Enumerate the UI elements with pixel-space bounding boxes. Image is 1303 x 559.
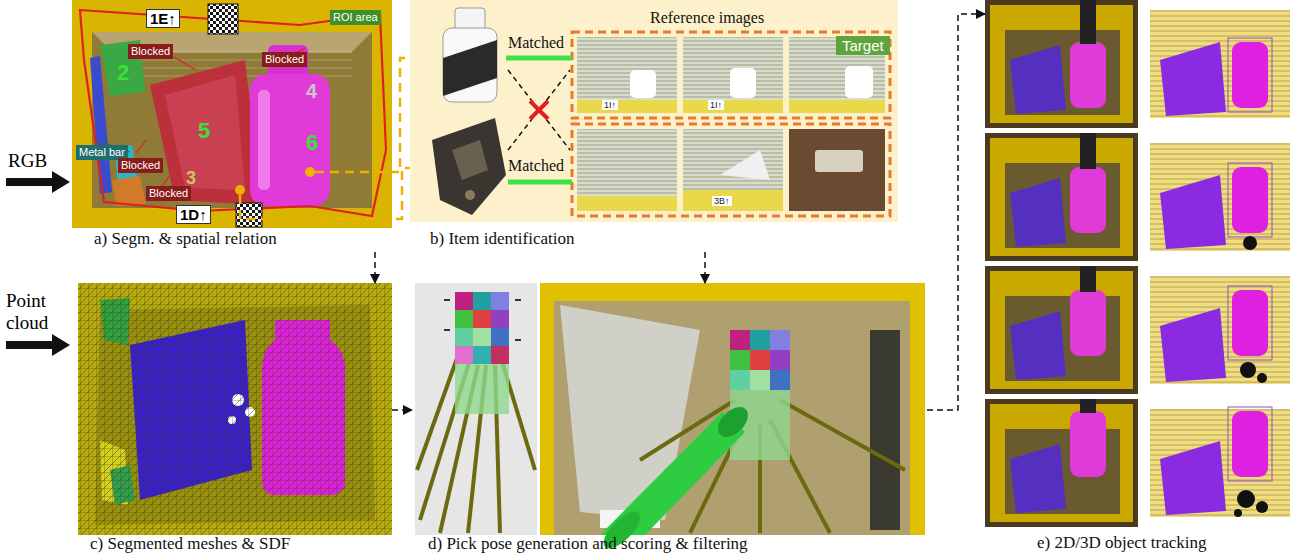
link-line [240, 58, 430, 219]
blocked-tag: Blocked [118, 158, 163, 173]
item-number: 2 [117, 60, 129, 85]
panel-c: c) Segmented meshes & SDF [78, 283, 392, 557]
input-label: Point cloud [6, 290, 68, 334]
bin-tag: 3B↑ [712, 196, 732, 206]
section-title: Reference images [650, 9, 764, 27]
panel-a: a) Segm. & spatial relation [72, 0, 392, 252]
match-label: Matched [508, 34, 564, 52]
pick-pose-panel [415, 283, 925, 554]
blocked-tag: Blocked [262, 52, 307, 67]
panel-caption: a) Segm. & spatial relation [94, 229, 277, 249]
flow-arrow [704, 252, 706, 283]
panel-caption: c) Segmented meshes & SDF [90, 534, 290, 554]
bin-tag: 1D↑ [176, 205, 211, 224]
panel-e: e) 2D/3D object tracking [985, 0, 1299, 557]
panel-b: b) Item identification [410, 0, 898, 252]
blocked-tag: Blocked [128, 44, 173, 59]
input-label: RGB [8, 150, 70, 172]
identification-panel [410, 0, 898, 222]
roi-tag: ROI area [330, 10, 381, 25]
target-tag: Target [836, 36, 890, 55]
panel-d: d) Pick pose generation and scoring & fi… [412, 283, 927, 557]
flow-arrow [927, 14, 985, 410]
tracking-panel [985, 0, 1298, 527]
panel-caption: e) 2D/3D object tracking [1037, 533, 1206, 553]
rgb-photo [72, 0, 392, 228]
panel-caption: b) Item identification [430, 229, 574, 249]
input-arrow [6, 171, 70, 356]
bin-tag: 1I↑ [708, 100, 724, 110]
item-number: 4 [306, 80, 317, 103]
mesh-panel [78, 283, 392, 535]
panel-caption: d) Pick pose generation and scoring & fi… [428, 534, 748, 554]
bin-tag: 1E↑ [146, 9, 180, 28]
flow-arrow [374, 252, 376, 283]
blocked-tag: Blocked [146, 186, 191, 201]
match-label: Matched [508, 157, 564, 175]
flow-arrow [392, 409, 412, 411]
bin-tag: 1I↑ [602, 100, 618, 110]
item-number: 5 [198, 118, 210, 143]
item-number: 6 [306, 130, 318, 155]
